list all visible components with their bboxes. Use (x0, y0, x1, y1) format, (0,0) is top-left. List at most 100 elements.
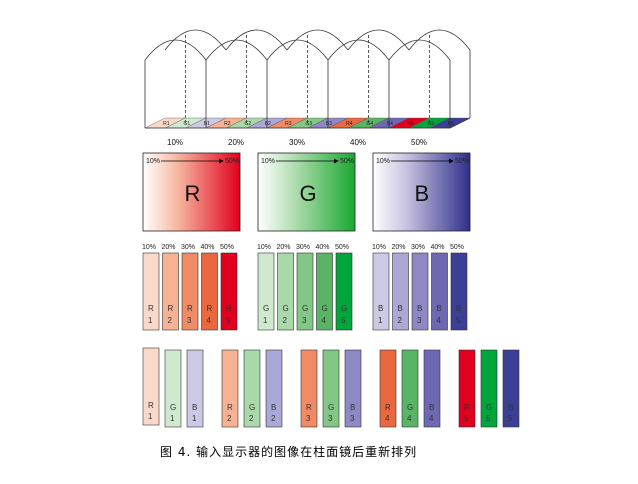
lens-strip-label: G5 (428, 121, 435, 127)
stripe-channel-label: R (385, 403, 391, 412)
stripe-index-label: 3 (350, 414, 355, 423)
panel-start-label: 10% (146, 158, 160, 165)
stripe-index-label: 1 (148, 316, 153, 325)
stripe-index-label: 3 (417, 316, 422, 325)
interleaved-stripe-b2 (265, 349, 283, 428)
lens-strip-label: G3 (306, 121, 313, 127)
stripe-channel-label: B (192, 403, 197, 412)
stripe-g3 (296, 252, 314, 331)
lens-arc-front (205, 39, 268, 61)
lens-strip-label: B2 (265, 121, 271, 127)
stripe-index-label: 2 (168, 316, 173, 325)
stripe-percent-label: 50% (450, 244, 464, 251)
stripe-channel-label: R (464, 403, 470, 412)
stripe-index-label: 2 (398, 316, 403, 325)
lens-strip-label: R4 (346, 121, 353, 127)
stripe-percent-label: 30% (181, 244, 195, 251)
stripe-g4 (316, 252, 333, 331)
stripe-percent-label: 50% (220, 244, 234, 251)
panel-end-label: 50% (340, 158, 354, 165)
panel-start-label: 10% (376, 158, 390, 165)
panel-label: G (300, 181, 317, 206)
lens-arc-back (408, 29, 471, 51)
stripe-g1 (257, 252, 275, 331)
interleaved-stripe-r3 (300, 349, 318, 428)
stripe-channel-label: G (407, 403, 413, 412)
stripe-index-label: 5 (486, 414, 491, 423)
stripe-index-label: 4 (437, 316, 442, 325)
lens-arc-back (164, 29, 227, 51)
stripe-index-label: 4 (429, 414, 434, 423)
stripe-g5 (335, 252, 353, 331)
stripe-index-label: 4 (407, 414, 412, 423)
interleaved-stripe-r4 (379, 349, 397, 428)
stripe-channel-label: B (350, 403, 355, 412)
stripe-channel-label: G (322, 304, 328, 313)
stripe-percent-label: 10% (257, 244, 271, 251)
sorted-stripe-bars: 10%R120%R230%R340%R450%R510%G120%G230%G3… (142, 244, 468, 331)
interleaved-stripe-r1 (142, 347, 160, 426)
panel-end-label: 50% (225, 158, 239, 165)
stripe-r2 (162, 252, 179, 331)
stripe-channel-label: R (306, 403, 312, 412)
stripe-r3 (181, 252, 199, 331)
interleaved-stripe-b3 (344, 349, 362, 428)
stripe-b5 (450, 252, 468, 331)
lens-strip-label: B5 (448, 121, 454, 127)
gradient-panels: 10%50%R10%50%G10%50%B (142, 152, 471, 232)
lens-strip-label: B4 (387, 121, 393, 127)
stripe-r5 (220, 252, 238, 331)
stripe-channel-label: B (417, 304, 422, 313)
lens-arc-front (327, 39, 390, 61)
stripe-channel-label: R (207, 304, 213, 313)
lens-arc-back (286, 29, 349, 51)
stripe-channel-label: R (148, 401, 154, 410)
panel-label: B (415, 181, 430, 206)
stripe-g2 (277, 252, 294, 331)
interleaved-stripe-b4 (423, 349, 441, 428)
lens-strip-label: B3 (326, 121, 332, 127)
lens-strip-label: R2 (224, 121, 231, 127)
stripe-index-label: 1 (192, 414, 197, 423)
lens-percent-label: 40% (350, 138, 366, 147)
stripe-index-label: 2 (249, 414, 254, 423)
interleaved-stripe-b5 (502, 349, 520, 428)
stripe-channel-label: B (508, 403, 513, 412)
stripe-channel-label: B (398, 304, 403, 313)
interleaved-stripe-r5 (458, 349, 476, 428)
panel-label: R (185, 181, 201, 206)
interleaved-stripe-r2 (221, 349, 239, 428)
stripe-channel-label: R (227, 403, 233, 412)
lens-arc-front (266, 39, 329, 61)
stripe-channel-label: G (249, 403, 255, 412)
stripe-percent-label: 30% (296, 244, 310, 251)
lens-percent-label: 10% (167, 138, 183, 147)
stripe-index-label: 3 (306, 414, 311, 423)
stripe-index-label: 1 (170, 414, 175, 423)
lens-strip-label: R5 (407, 121, 414, 127)
stripe-percent-label: 10% (142, 244, 156, 251)
interleaved-stripe-g3 (322, 349, 340, 428)
lens-strip-label: G4 (367, 121, 374, 127)
stripe-b1 (372, 252, 390, 331)
stripe-percent-label: 20% (392, 244, 406, 251)
stripe-channel-label: R (187, 304, 193, 313)
gradient-panel-b (372, 152, 471, 232)
interleaved-stripe-g1 (164, 349, 182, 428)
stripe-channel-label: G (302, 304, 308, 313)
stripe-index-label: 5 (508, 414, 513, 423)
interleaved-stripe-b1 (186, 349, 204, 428)
stripe-percent-label: 40% (316, 244, 330, 251)
stripe-index-label: 4 (385, 414, 390, 423)
stripe-index-label: 3 (302, 316, 307, 325)
stripe-channel-label: B (437, 304, 442, 313)
stripe-index-label: 2 (227, 414, 232, 423)
stripe-index-label: 2 (283, 316, 288, 325)
stripe-percent-label: 50% (335, 244, 349, 251)
stripe-channel-label: G (486, 403, 492, 412)
lens-strip-label: R3 (285, 121, 292, 127)
stripe-b2 (392, 252, 409, 331)
stripe-channel-label: G (170, 403, 176, 412)
stripe-percent-label: 20% (162, 244, 176, 251)
